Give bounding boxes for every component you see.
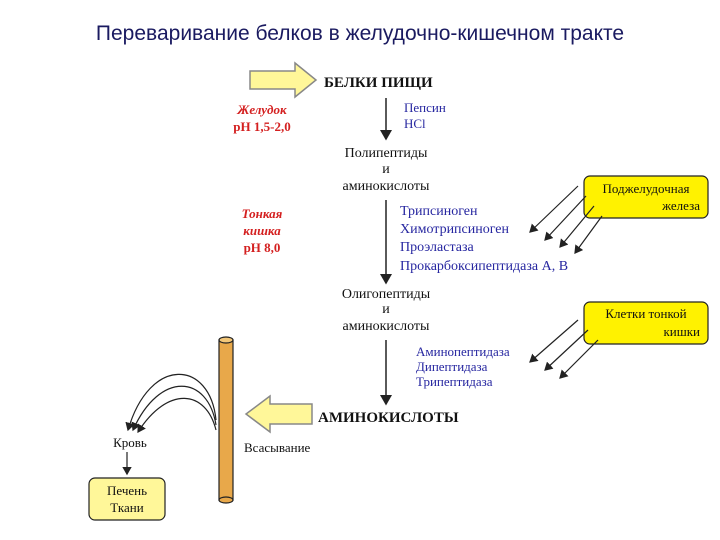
enzyme-hcl: HCl [404, 116, 426, 131]
liver-line1: Печень [107, 483, 147, 498]
blood-vessel-bottom [218, 496, 234, 504]
stomach-label: Желудок [236, 102, 287, 117]
enzyme-pepsin: Пепсин [404, 100, 446, 115]
enzyme-aminopeptidase: Аминопептидаза [416, 344, 510, 359]
blood-vessel-top [218, 336, 234, 344]
enzyme-dipeptidase: Дипептидаза [416, 359, 488, 374]
absorption-arrow [244, 394, 313, 434]
transport-arcs [125, 373, 217, 434]
intestine-secretion-arrows [529, 319, 599, 379]
liver-box [88, 477, 166, 521]
intestine-label-2: кишка [243, 223, 281, 238]
pancreas-box [583, 175, 709, 219]
absorption-label: Всасывание [244, 440, 311, 455]
page-title: Переваривание белков в желудочно-кишечно… [95, 22, 625, 45]
blood-label: Кровь [113, 435, 147, 450]
pancreas-line2: железа [661, 198, 700, 213]
polypeptides-line2: и [382, 162, 390, 177]
oligopeptides-line2: и [382, 302, 390, 317]
enzyme-proelastase: Проэластаза [400, 240, 474, 255]
oligopeptides-line3: аминокислоты [343, 319, 430, 334]
amino-acids-label: АМИНОКИСЛОТЫ [318, 410, 459, 426]
intestine-ph: pH 8,0 [244, 240, 281, 255]
pancreas-line1: Поджелудочная [603, 181, 690, 196]
stomach-ph: pH 1,5-2,0 [233, 119, 290, 134]
polypeptides-line1: Полипептиды [345, 146, 428, 161]
liver-line2: Ткани [110, 500, 143, 515]
polypeptides-line3: аминокислоты [343, 179, 430, 194]
enzyme-tripeptidase: Трипептидаза [416, 374, 493, 389]
oligopeptides-line1: Олигопептиды [342, 287, 431, 302]
enzyme-chymotrypsinogen: Химотрипсиноген [400, 222, 510, 237]
intestine-cells-box [583, 301, 709, 345]
input-arrow [249, 61, 318, 99]
food-proteins-label: БЕЛКИ ПИЩИ [324, 75, 433, 91]
blood-vessel [218, 339, 234, 501]
enzyme-trypsinogen: Трипсиноген [400, 204, 478, 219]
intestine-cells-line2: кишки [663, 324, 700, 339]
pancreas-secretion-arrows [529, 185, 603, 254]
enzyme-procarboxypeptidase: Прокарбоксипептидаза А, В [400, 259, 568, 274]
intestine-label-1: Тонкая [242, 206, 283, 221]
intestine-cells-line1: Клетки тонкой [605, 306, 686, 321]
